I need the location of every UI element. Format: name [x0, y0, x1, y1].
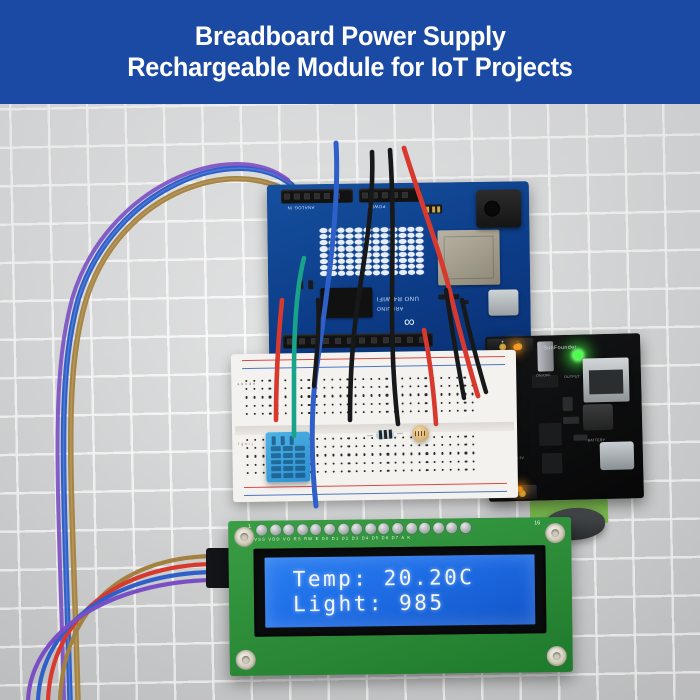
banner-title-line-1: Breadboard Power Supply: [194, 21, 506, 51]
lcd-line-2: Light: 985: [292, 590, 445, 617]
title-banner: Breadboard Power Supply Rechargeable Mod…: [0, 0, 700, 104]
lcd1602-display-module: 1 16 VSS VDD VO RS RW E D0 D1 D2 D3 D4 D…: [228, 516, 573, 677]
lcd-glass: Temp: 20.20C Light: 985: [264, 554, 536, 628]
banner-title-line-2: Rechargeable Module for IoT Projects: [127, 52, 573, 82]
mount-hole-br: [546, 645, 567, 667]
lcd-pin-number-last: 16: [534, 520, 541, 527]
mount-hole-tl: [234, 526, 255, 548]
mount-hole-bl: [235, 649, 256, 671]
lcd-screen-bezel: Temp: 20.20C Light: 985: [253, 545, 547, 637]
lcd-line-1: Temp: 20.20C: [292, 565, 475, 592]
mount-hole-tr: [545, 522, 566, 544]
